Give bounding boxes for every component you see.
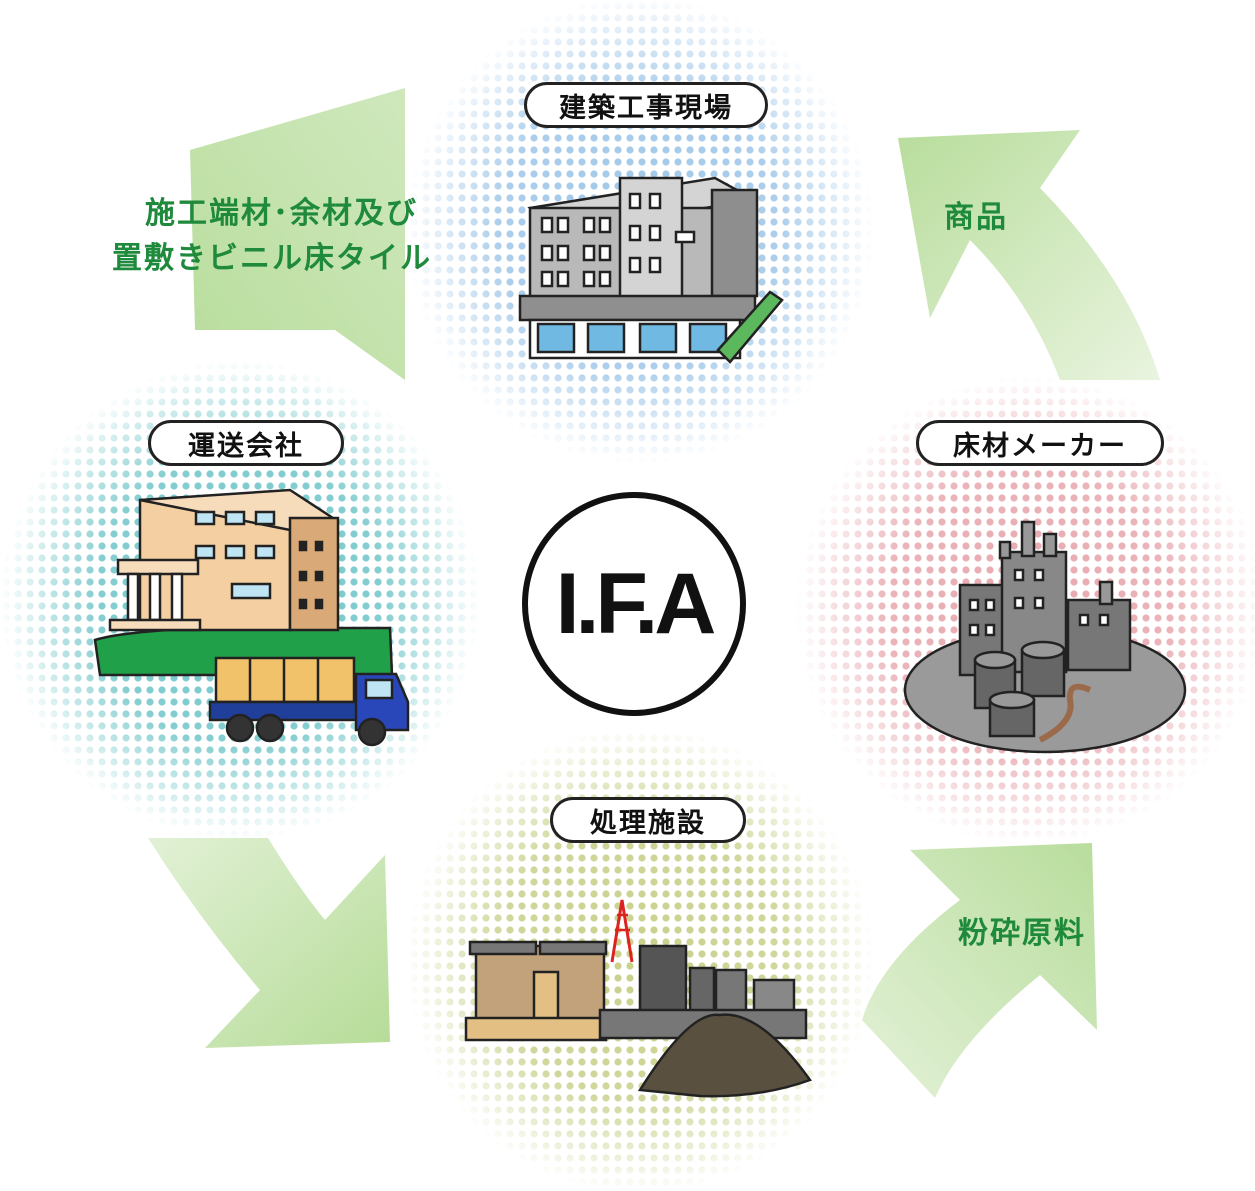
flow-label-offcuts-line2: 置敷きビニル床タイル — [112, 241, 432, 276]
center-logo-circle: I.F.A — [522, 492, 746, 716]
processing-facility-illustration — [464, 899, 812, 1098]
transport-company-illustration — [93, 488, 410, 747]
flooring-factory-illustration — [903, 520, 1187, 754]
node-label-construction-site: 建築工事現場 — [524, 82, 768, 128]
node-label-processing-facility: 処理施設 — [550, 797, 746, 843]
flow-arrow-facility-to-maker — [862, 843, 1097, 1098]
node-label-flooring-maker: 床材メーカー — [916, 420, 1164, 466]
flow-label-crushed-material: 粉砕原料 — [958, 916, 1086, 951]
center-logo-text: I.F.A — [555, 555, 717, 652]
construction-building-illustration — [518, 176, 784, 364]
flow-arrow-site-to-transport — [190, 88, 405, 380]
flow-label-offcuts-line1: 施工端材･余材及び — [145, 196, 418, 231]
node-label-transport-company: 運送会社 — [148, 420, 344, 466]
flow-label-products: 商品 — [944, 200, 1008, 235]
flow-arrow-transport-to-facility — [148, 838, 390, 1048]
flow-arrow-maker-to-site — [898, 130, 1160, 380]
